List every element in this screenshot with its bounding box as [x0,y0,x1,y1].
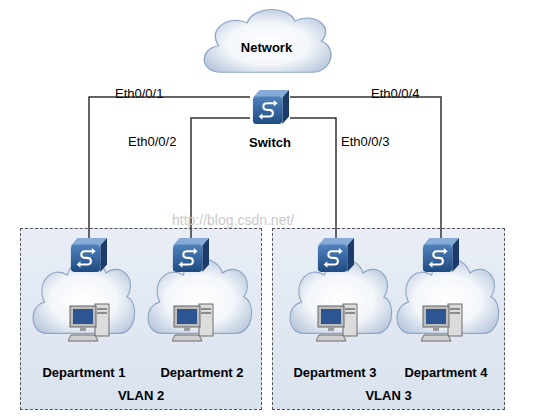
port-label: Eth0/0/4 [371,86,419,101]
pc-icon [316,304,357,341]
department-node: Department 4 [389,238,503,380]
core-switch: Switch [250,88,290,150]
pc-icon [172,304,213,341]
pc-icon [421,304,462,341]
switch-icon [173,238,209,272]
node-label: Switch [249,135,291,150]
switch-icon [253,90,289,124]
node-label: VLAN 2 [118,388,164,403]
department-cloud [397,259,499,333]
switch-icon [71,238,107,272]
port-label: Eth0/0/3 [341,134,389,149]
node-label: Department 2 [160,365,243,380]
department-node: Department 2 [143,238,261,380]
department-cloud [290,259,392,333]
department-node: Department 1 [25,238,143,380]
switch-icon [318,238,354,272]
department-cloud [148,259,252,333]
node-label: Department 4 [404,365,487,380]
node-label: VLAN 3 [365,388,411,403]
switch-icon [423,238,459,272]
port-label: Eth0/0/2 [128,134,176,149]
node-label: Department 3 [293,365,376,380]
vlan-group: VLAN 3 Department 3 Department 4 [272,228,505,410]
department-cloud [33,259,135,333]
node-label: Network [241,40,292,55]
network-cloud: Network [198,0,335,88]
port-label: Eth0/0/1 [115,86,163,101]
ethernet-link [290,97,441,238]
pc-icon [68,304,109,341]
vlan-group: VLAN 2 Department 1 Department 2 [20,228,262,410]
ethernet-link [290,118,336,238]
node-label: Department 1 [42,365,125,380]
ethernet-link [191,118,250,238]
cloud-shape [204,9,331,72]
department-node: Department 3 [277,238,393,380]
ethernet-link [89,97,250,238]
